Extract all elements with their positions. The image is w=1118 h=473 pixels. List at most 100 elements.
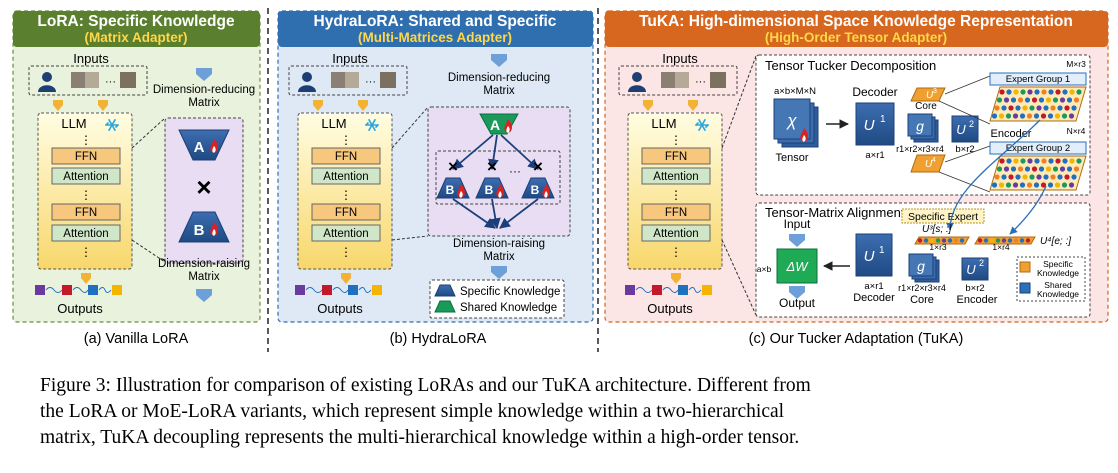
tuka-outputs: Outputs	[647, 301, 693, 316]
expert-dot	[1006, 89, 1012, 95]
expert-dot	[999, 158, 1005, 164]
expert-dot	[1043, 105, 1049, 111]
tuka-legend-shared-2: Knowledge	[1037, 289, 1079, 299]
expert-dot	[1006, 158, 1012, 164]
svg-text:3: 3	[933, 88, 937, 95]
svg-text:b×r2: b×r2	[965, 283, 984, 294]
svg-text:4: 4	[932, 157, 936, 164]
expert-dot	[1027, 158, 1033, 164]
tuka-caption: (c) Our Tucker Adaptation (TuKA)	[749, 331, 964, 347]
lora-reduce-1: Dimension-reducing	[153, 84, 255, 96]
u4-row: U⁴[e; :]	[1040, 236, 1071, 247]
core2-label: Core	[910, 294, 934, 306]
expert-dot	[1068, 113, 1075, 119]
expert-dot	[1055, 158, 1061, 164]
expert-dot	[1066, 166, 1073, 172]
lora-inputs: Inputs	[73, 51, 109, 66]
hydra-ellipsis: ···	[509, 164, 521, 178]
u3-row-vector	[914, 236, 970, 245]
hydra-ffn-1: FFN	[335, 151, 357, 163]
expert-dot	[1010, 166, 1017, 172]
svg-text:×: ×	[448, 157, 458, 176]
hydra-ffn-2: FFN	[335, 207, 357, 219]
expert-group-2: Expert Group 2	[1006, 143, 1070, 154]
svg-text:B: B	[531, 183, 540, 197]
expert-dot	[1031, 166, 1038, 172]
core-label: Core	[915, 101, 937, 112]
tuka-legend-specific-1: Specific	[1043, 259, 1074, 269]
expert-dot	[996, 166, 1003, 172]
lora-reduce-2: Matrix	[188, 97, 220, 109]
expert-dot	[1043, 174, 1049, 180]
expert-dot	[1031, 97, 1038, 103]
lora-caption: (a) Vanilla LoRA	[84, 331, 189, 347]
expert-dot	[1059, 166, 1066, 172]
expert-dot	[1050, 174, 1056, 180]
svg-text:B: B	[485, 183, 494, 197]
lora-outputs: Outputs	[57, 301, 103, 316]
expert-dot	[1071, 105, 1077, 111]
expert-dot	[1034, 158, 1040, 164]
vector-entry	[953, 238, 959, 243]
vector-entry	[935, 238, 941, 243]
expert-dot	[1047, 113, 1054, 119]
u4-row-vector	[974, 236, 1036, 245]
expert-dot	[1048, 89, 1054, 95]
svg-text:1: 1	[880, 114, 886, 125]
hydra-caption: (b) HydraLoRA	[390, 331, 487, 347]
expert-dot	[1005, 113, 1012, 119]
expert-dot	[1033, 113, 1040, 119]
expert-dot	[1041, 89, 1047, 95]
hydra-outputs: Outputs	[317, 301, 363, 316]
hydra-attn-2: Attention	[323, 228, 368, 240]
svg-text:2: 2	[979, 258, 984, 268]
expert-dot	[1047, 182, 1054, 188]
hydra-legend-shared: Shared Knowledge	[460, 302, 557, 314]
hydra-title: HydraLoRA: Shared and Specific	[314, 13, 557, 30]
tensor-block	[773, 98, 819, 148]
vector-entry	[923, 238, 929, 243]
expert-dot	[1052, 166, 1059, 172]
tuka-input: Input	[784, 217, 811, 231]
encoder2-label: Encoder	[957, 294, 998, 306]
lora-a: A	[194, 139, 205, 156]
svg-text:⋮: ⋮	[340, 188, 352, 202]
expert-dot	[1066, 97, 1073, 103]
lora-times: ×	[196, 172, 211, 202]
expert-dot	[1020, 89, 1026, 95]
expert-dot	[998, 182, 1005, 188]
svg-text:r1×r2×r3×r4: r1×r2×r3×r4	[898, 283, 946, 293]
expert-dot	[1054, 113, 1061, 119]
vector-entry	[995, 238, 1001, 243]
lora-raise-1: Dimension-raising	[158, 258, 250, 270]
expert-dot	[1003, 97, 1010, 103]
svg-text:⋮: ⋮	[340, 245, 352, 259]
expert-dot	[1076, 158, 1082, 164]
expert-dot	[1036, 105, 1042, 111]
hydra-a: A	[490, 117, 500, 133]
caption-line-3: matrix, TuKA decoupling represents the m…	[40, 427, 800, 448]
image-thumbnails: ···	[71, 72, 136, 88]
expert-dot	[1013, 89, 1019, 95]
caption-line-1: Figure 3: Illustration for comparison of…	[40, 375, 811, 396]
panel-lora: LoRA: Specific Knowledge (Matrix Adapter…	[12, 10, 261, 347]
expert-dot	[1068, 182, 1075, 188]
expert-dot	[1019, 113, 1026, 119]
core-symbol: g	[916, 118, 924, 134]
n-r4: N×r4	[1067, 126, 1086, 136]
expert-dot	[1005, 182, 1012, 188]
hydra-raise-2: Matrix	[483, 251, 515, 263]
tuka-title: TuKA: High-dimensional Space Knowledge R…	[639, 13, 1073, 30]
expert-dot	[1003, 166, 1010, 172]
expert-dot	[1026, 113, 1033, 119]
u3-row-dims: 1×r3	[929, 242, 947, 252]
svg-text:×: ×	[533, 157, 543, 176]
vector-entry	[947, 238, 953, 243]
hydra-raise-1: Dimension-raising	[453, 238, 545, 250]
vector-entry	[983, 238, 989, 243]
vector-entry	[959, 238, 965, 243]
expert-dot	[1001, 174, 1007, 180]
hydra-inputs: Inputs	[332, 51, 368, 66]
expert-dot	[999, 89, 1005, 95]
expert-dot	[1012, 182, 1019, 188]
